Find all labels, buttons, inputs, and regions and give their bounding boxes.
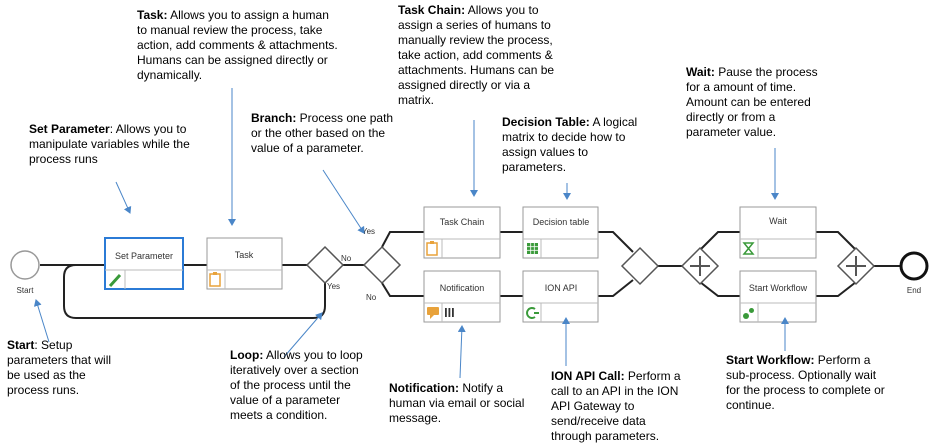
end-event[interactable] [899,251,929,281]
notification-label: Notification [440,283,485,293]
flow-decision-to-merge [598,231,634,253]
arrow-set-parameter [115,181,132,214]
set-parameter-label: Set Parameter [115,251,173,261]
arrow-notification [457,325,466,379]
flow-parallel-to-wait [699,231,740,251]
flow-ionapi-to-merge [598,279,634,297]
annotation-task: Task: Allows you to assign a human to ma… [137,8,338,82]
task-chain-label: Task Chain [440,217,485,227]
set-parameter-node[interactable]: Set Parameter [104,237,184,290]
flow-loop-back [63,264,326,319]
start-workflow-node[interactable]: Start Workflow [739,270,817,323]
task-chain-node[interactable]: Task Chain [423,206,501,259]
social-bars-icon [445,308,454,317]
edge-label-yes-1: Yes [327,282,340,291]
annotation-wait: Wait: Pause the process for a amount of … [686,65,818,139]
arrow-loop [283,312,323,358]
message-icon [427,307,439,319]
decision-table-label: Decision table [533,217,590,227]
annotation-loop: Loop: Allows you to loop iteratively ove… [230,348,363,422]
loop-gateway[interactable] [305,245,345,285]
flow-startwf-to-join [816,281,857,297]
flow-lines [40,231,901,319]
ion-api-node[interactable]: ION API [522,270,599,323]
annotation-notification: Notification: Notify a human via email o… [389,381,525,425]
branch-gateway[interactable] [362,245,402,285]
clipboard-icon [209,272,221,287]
start-workflow-label: Start Workflow [749,283,808,293]
annotation-ion-api-call: ION API Call: Perform a call to an API i… [551,369,681,443]
decision-table-node[interactable]: Decision table [522,206,599,259]
edge-label-no-1: No [341,254,352,263]
wait-node[interactable]: Wait [739,206,817,259]
wait-label: Wait [769,216,787,226]
annotation-task-chain: Task Chain: Allows you to assign a serie… [398,3,555,107]
end-label: End [907,286,921,295]
annotation-arrows [33,88,789,379]
flow-parallel-to-startwf [699,281,740,297]
hourglass-icon [742,242,755,255]
start-label: Start [17,286,35,295]
arrow-start [33,299,50,343]
merge-gateway[interactable] [620,246,660,286]
task-node[interactable]: Task [206,237,283,290]
ion-api-label: ION API [545,283,578,293]
notification-node[interactable]: Notification [423,270,501,323]
annotation-start-workflow: Start Workflow: Perform a sub-process. O… [726,353,885,412]
edge-label-yes-2: Yes [362,227,375,236]
pencil-icon [108,273,122,288]
gears-icon [743,308,754,319]
annotation-branch: Branch: Process one path or the other ba… [251,111,394,155]
parallel-split-gateway[interactable] [680,246,720,286]
task-chain-icon [426,241,438,256]
flow-branch-no [381,282,424,297]
api-call-icon [526,307,539,319]
flow-branch-yes [381,231,424,248]
grid-table-icon [527,243,538,254]
annotation-start: Start: Setup parameters that will be use… [7,338,112,397]
start-event[interactable] [10,250,40,280]
arrow-branch [322,169,365,234]
parallel-join-gateway[interactable] [836,246,876,286]
annotation-set-parameter: Set Parameter: Allows you to manipulate … [29,122,190,166]
annotation-decision-table: Decision Table: A logical matrix to deci… [502,115,638,174]
flow-wait-to-join [816,231,857,251]
task-label: Task [235,250,254,260]
edge-label-no-2: No [366,293,377,302]
